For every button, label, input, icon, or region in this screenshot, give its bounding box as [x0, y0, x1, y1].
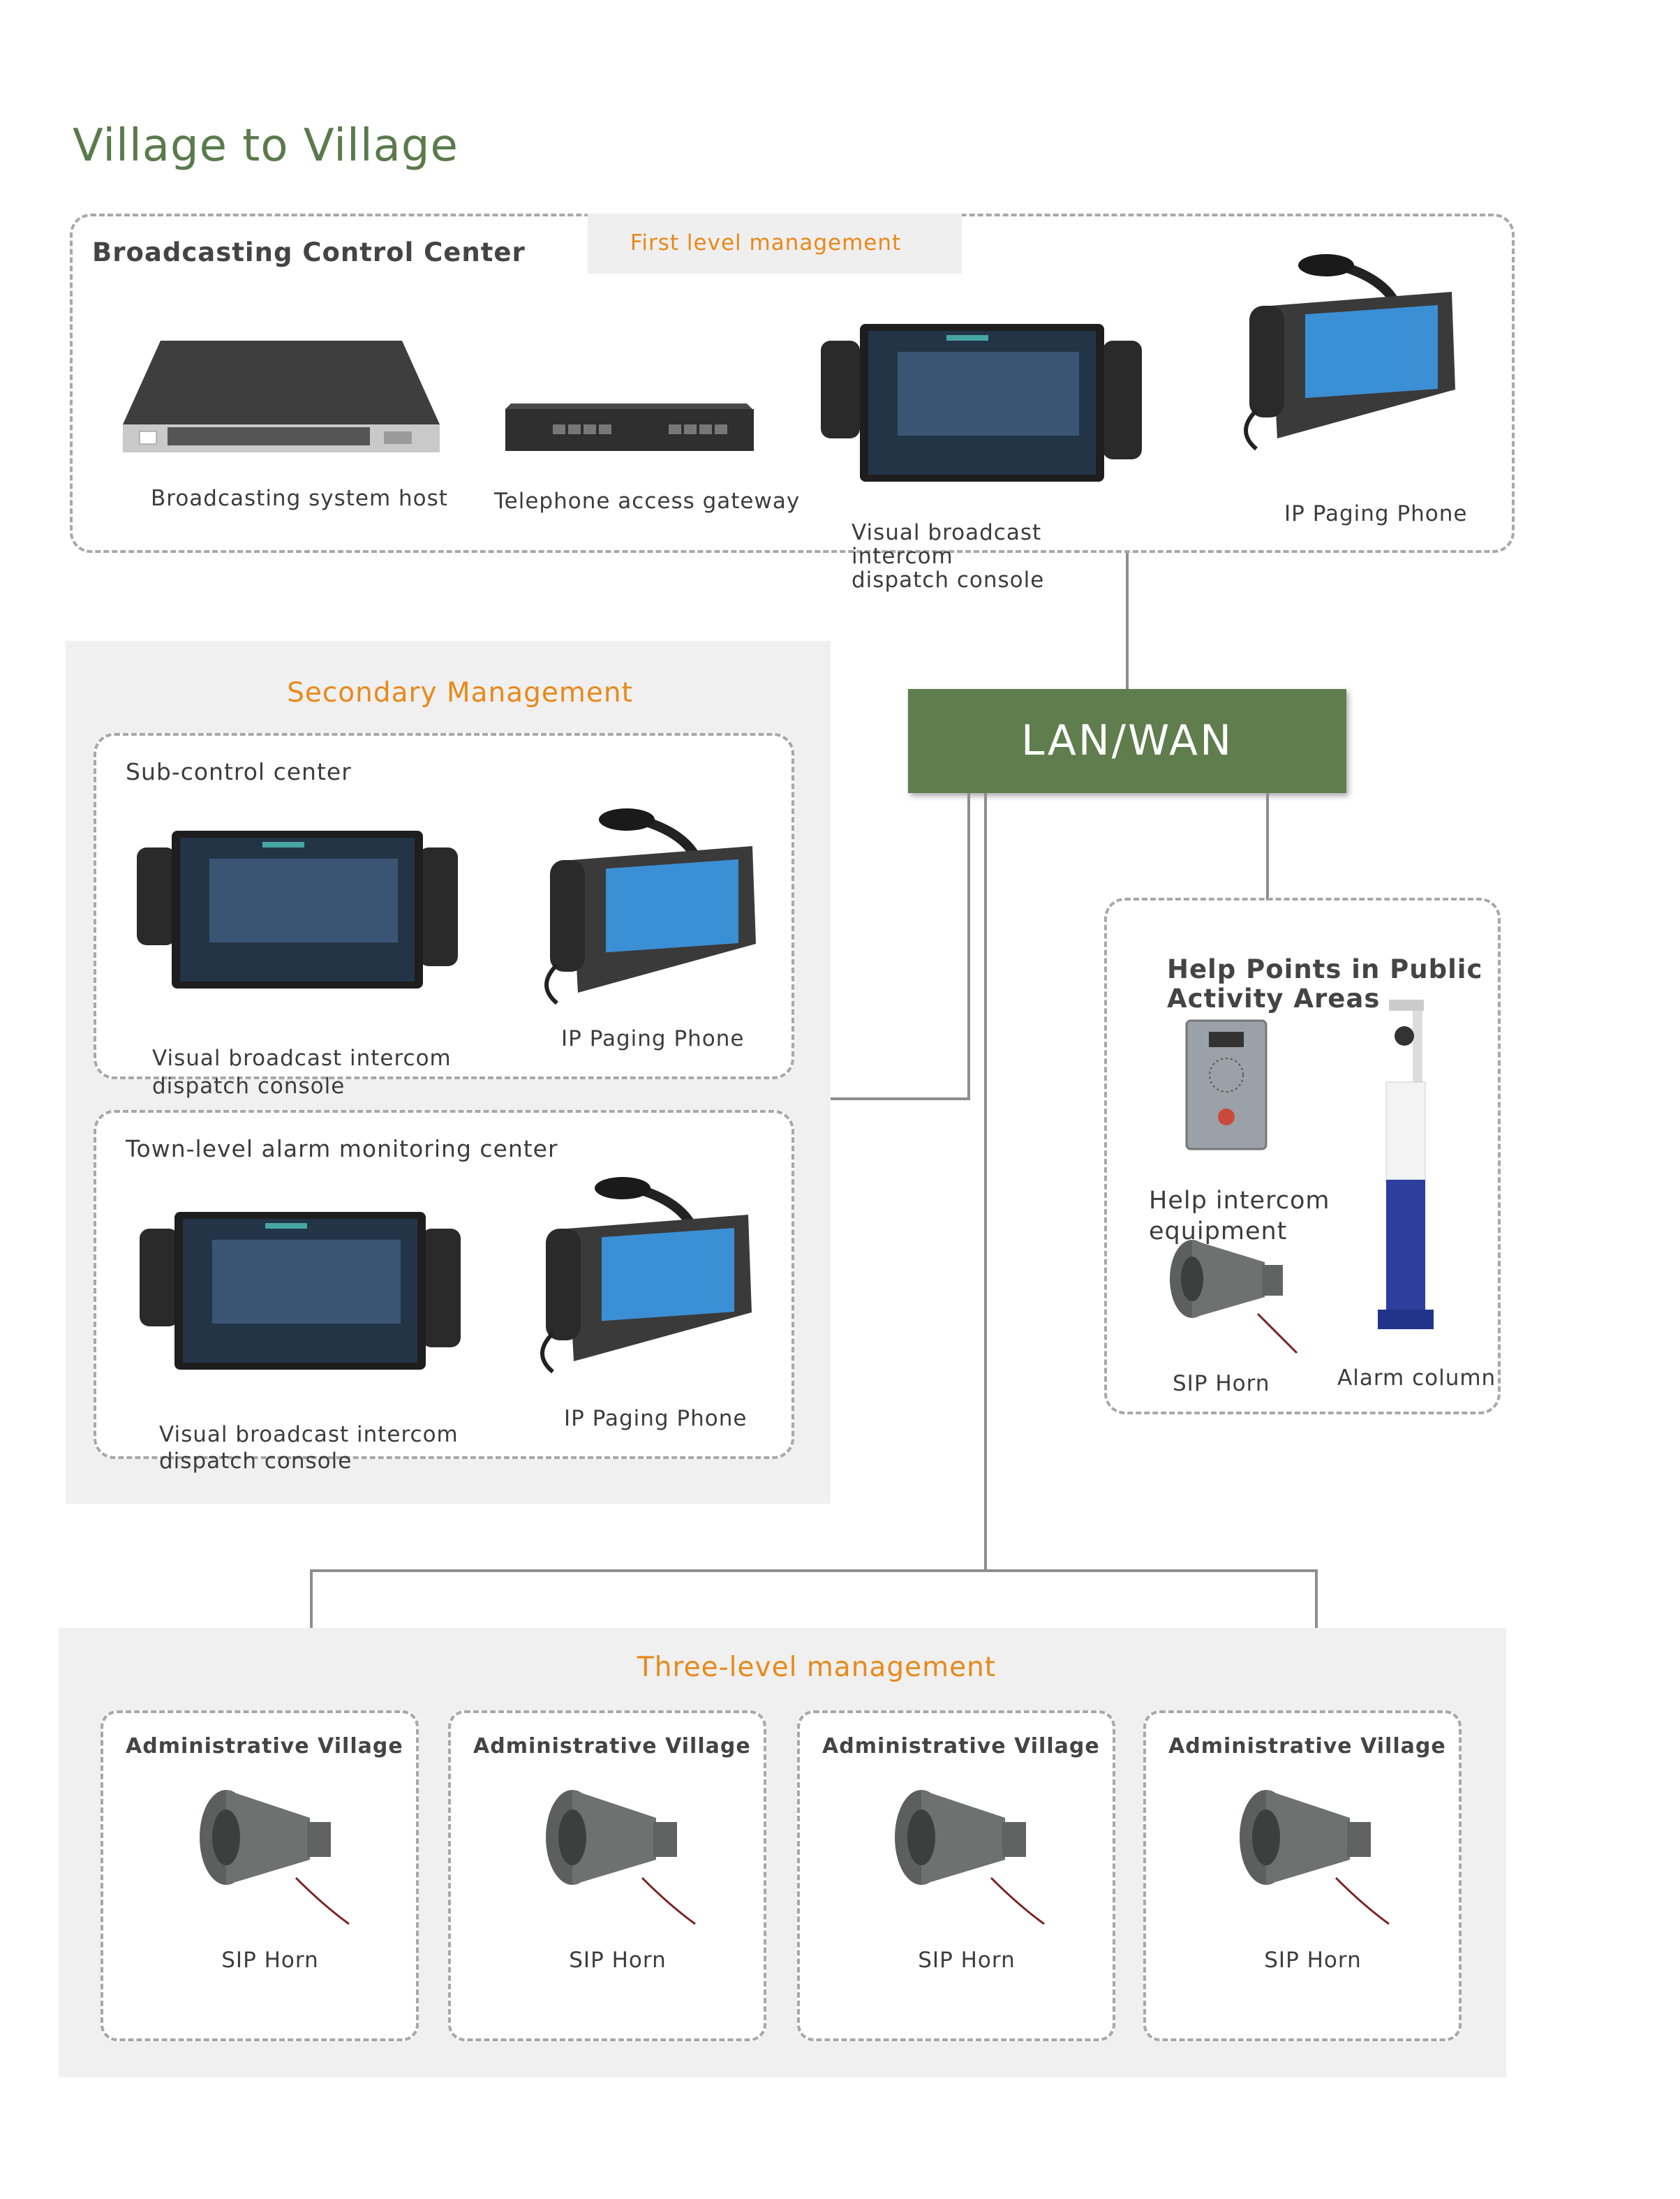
- connector-line: [967, 793, 970, 1100]
- dispatch-console-icon: [821, 324, 1142, 482]
- connector-line: [831, 1097, 970, 1100]
- dispatch-console-icon: [140, 1212, 461, 1370]
- village-card: [448, 1710, 766, 2041]
- sip-horn-icon: [895, 1790, 1045, 1925]
- village-device: SIP Horn: [1264, 1948, 1362, 1973]
- connector-line: [984, 793, 987, 1572]
- sip-horn-icon: [200, 1790, 350, 1925]
- device-label: Visual broadcast intercom dispatch conso…: [152, 1016, 459, 1100]
- first-level-tag-label: First level management: [630, 230, 902, 256]
- sip-horn-icon: [1240, 1790, 1390, 1925]
- device-label: Broadcasting system host: [151, 486, 448, 511]
- device-label: IP Paging Phone: [564, 1406, 748, 1431]
- connector-line: [310, 1569, 313, 1628]
- village-device: SIP Horn: [569, 1948, 667, 1973]
- ip-phone-icon: [544, 808, 756, 1005]
- lan-wan-node: LAN/WAN: [908, 689, 1346, 793]
- gateway-icon: [505, 403, 754, 451]
- village-name: Administrative Village: [126, 1734, 403, 1759]
- village-name: Administrative Village: [1168, 1734, 1446, 1759]
- village-name: Administrative Village: [473, 1734, 751, 1759]
- device-label-text: Visual broadcast intercom dispatch conso…: [852, 520, 1045, 593]
- alarm-column-icon: [1378, 1000, 1434, 1329]
- device-label: SIP Horn: [1173, 1371, 1270, 1396]
- device-label-text: Visual broadcast intercom dispatch conso…: [159, 1422, 459, 1474]
- device-label: IP Paging Phone: [561, 1026, 745, 1051]
- device-label: Help intercom equipment: [1149, 1155, 1330, 1247]
- device-label: Alarm column: [1337, 1365, 1496, 1391]
- town-level-title: Town-level alarm monitoring center: [126, 1135, 558, 1162]
- device-label: Visual broadcast intercom dispatch conso…: [159, 1395, 466, 1474]
- ip-phone-icon: [540, 1177, 752, 1374]
- village-card: [101, 1710, 419, 2041]
- village-device: SIP Horn: [221, 1948, 319, 1973]
- dispatch-console-icon: [137, 831, 458, 989]
- village-card: [1143, 1710, 1462, 2041]
- device-label: IP Paging Phone: [1284, 501, 1468, 526]
- three-level-title: Three-level management: [637, 1652, 997, 1683]
- control-center-title: Broadcasting Control Center: [92, 237, 526, 267]
- sub-control-title: Sub-control center: [126, 758, 352, 785]
- village-name: Administrative Village: [822, 1734, 1100, 1759]
- connector-line: [1315, 1569, 1318, 1628]
- village-card: [797, 1710, 1115, 2041]
- connector-line: [1126, 553, 1129, 689]
- village-device: SIP Horn: [918, 1948, 1016, 1973]
- connector-line: [1266, 793, 1269, 901]
- device-label-text: Help intercom equipment: [1149, 1187, 1330, 1245]
- sip-horn-icon: [1170, 1240, 1298, 1354]
- help-points-title: Help Points in Public Activity Areas: [1167, 926, 1482, 1014]
- broadcast-host-icon: [123, 341, 440, 452]
- device-label: Telephone access gateway: [494, 489, 801, 514]
- help-intercom-icon: [1185, 1019, 1268, 1150]
- secondary-title: Secondary Management: [287, 677, 633, 709]
- connector-line: [310, 1569, 1318, 1572]
- ip-phone-icon: [1244, 254, 1455, 451]
- help-points-box: [1104, 898, 1501, 1414]
- sip-horn-icon: [546, 1790, 696, 1925]
- device-label-text: Visual broadcast intercom dispatch conso…: [152, 1046, 452, 1099]
- first-level-tag: [588, 214, 962, 274]
- page-title: Village to Village: [73, 120, 459, 172]
- device-label: Visual broadcast intercom dispatch conso…: [852, 497, 1131, 592]
- help-points-title-text: Help Points in Public Activity Areas: [1167, 954, 1483, 1014]
